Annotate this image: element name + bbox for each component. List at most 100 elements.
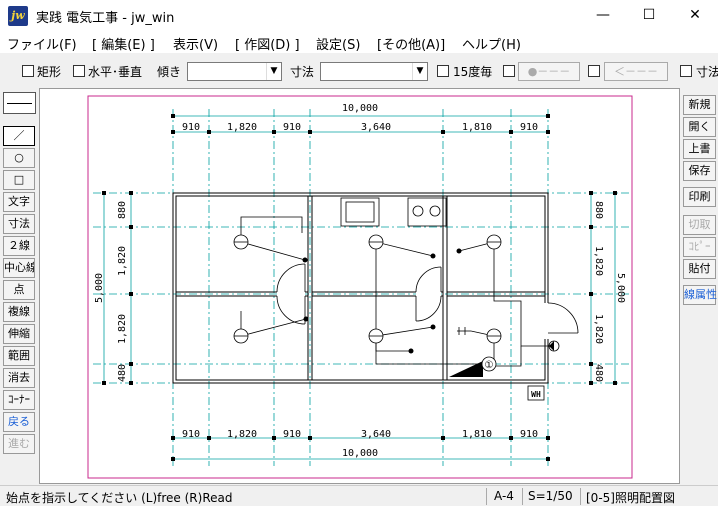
dim-overall-top: 10,000 [342,103,378,114]
menu-view[interactable]: 表示(V) [173,38,219,53]
tool-line[interactable]: ／ [3,126,35,146]
line-style-selector[interactable] [3,92,36,114]
dim-right-2: 1,820 [593,246,604,276]
minimize-button[interactable]: — [596,7,610,23]
tool-dimension[interactable]: 寸法 [3,214,35,234]
dim-bottom-3: 910 [283,429,301,440]
dim-right-1: 880 [593,201,604,219]
tool-offset[interactable]: 複線 [3,302,35,322]
dim-overall-bottom: 10,000 [342,448,378,459]
hv-label: 水平･垂直 [88,65,143,79]
tilt-label: 傾き [157,65,182,79]
dimension-ticks [102,114,617,461]
point-button[interactable]: ●－－－ [518,62,580,81]
tool-copy: ｺﾋﾟｰ [683,237,716,257]
rect-label: 矩形 [37,65,62,79]
dim-left-4: 480 [117,364,128,382]
tool-corner[interactable]: ｺｰﾅｰ [3,390,35,410]
dim-combo[interactable]: ▼ [320,62,428,81]
paper-frame [87,95,633,479]
menu-file[interactable]: ファイル(F) [7,38,77,53]
drawing-canvas[interactable]: 10,000 910 1,820 910 3,640 1,810 910 910… [39,88,680,484]
app-icon: jw [8,6,28,26]
floor-plan: 10,000 910 1,820 910 3,640 1,810 910 910… [87,95,633,479]
tool-text[interactable]: 文字 [3,192,35,212]
outlet-symbols [457,327,471,335]
tool-save[interactable]: 保存 [683,161,716,181]
close-button[interactable]: ✕ [689,7,701,23]
kitchen-fixtures [340,197,447,227]
grid-lines [93,109,631,466]
tool-overwrite[interactable]: 上書 [683,139,716,159]
maximize-button[interactable]: ☐ [642,7,656,23]
tilt-combo[interactable]: ▼ [187,62,282,81]
arrow-checkbox[interactable] [588,65,600,77]
switches [302,248,560,354]
hv-checkbox[interactable] [73,65,85,77]
right-tool-palette: 新規 開く 上書 保存 印刷 切取 ｺﾋﾟｰ 貼付 線属性 [681,88,718,484]
tool-center-line[interactable]: 中心線 [3,258,35,278]
walls [172,192,549,384]
layer-name[interactable]: [0-5]照明配置図 [586,491,675,505]
tool-open[interactable]: 開く [683,117,716,137]
window-title: 実践 電気工事 - jw_win [36,11,175,26]
paper-size[interactable]: A-4 [494,489,514,503]
distribution-board [449,361,483,377]
dim2-checkbox[interactable] [680,65,692,77]
title-bar: jw 実践 電気工事 - jw_win — ☐ ✕ [0,0,718,31]
dim-right-4: 480 [593,364,604,382]
dim-top-2: 1,820 [227,122,257,133]
dim-bottom-4: 3,640 [361,429,391,440]
light-fixtures [233,234,502,344]
wh-label: WH [531,390,541,399]
dim-bottom-6: 910 [520,429,538,440]
tool-new[interactable]: 新規 [683,95,716,115]
door-swings [276,263,579,334]
status-message: 始点を指示してください (L)free (R)Read [6,491,233,505]
arrow-button[interactable]: ＜－－－ [604,62,668,81]
point-checkbox[interactable] [503,65,515,77]
deg15-label: 15度毎 [453,65,493,79]
deg15-checkbox[interactable] [437,65,449,77]
dim-bottom-1: 910 [182,429,200,440]
tool-point[interactable]: 点 [3,280,35,300]
dim-top-6: 910 [520,122,538,133]
dim-left-3: 1,820 [117,314,128,344]
chevron-down-icon: ▼ [266,63,281,80]
dim-top-1: 910 [182,122,200,133]
dim-top-3: 910 [283,122,301,133]
tool-circle[interactable]: ○ [3,148,35,168]
tool-double-line[interactable]: ２線 [3,236,35,256]
left-tool-palette: ／ ○ □ 文字 寸法 ２線 中心線 点 複線 伸縮 範囲 消去 ｺｰﾅｰ 戻る… [0,88,38,458]
tool-range[interactable]: 範囲 [3,346,35,366]
tool-undo[interactable]: 戻る [3,412,35,432]
rect-checkbox[interactable] [22,65,34,77]
menu-other[interactable]: [その他(A)] [377,38,446,53]
dim-top-5: 1,810 [462,122,492,133]
dim-right-3: 1,820 [593,314,604,344]
menu-draw[interactable]: [ 作図(D) ] [235,38,300,53]
menu-bar: ファイル(F) [ 編集(E) ] 表示(V) [ 作図(D) ] 設定(S) … [0,31,718,53]
dim-left-1: 880 [117,201,128,219]
tool-redo: 進む [3,434,35,454]
tool-line-attribute[interactable]: 線属性 [683,285,717,305]
tool-paste[interactable]: 貼付 [683,259,716,279]
tool-rect[interactable]: □ [3,170,35,190]
menu-help[interactable]: ヘルプ(H) [462,38,521,53]
circuit-marker: ① [485,360,494,371]
dim-overall-left: 5,000 [94,273,105,303]
dim-bottom-5: 1,810 [462,429,492,440]
dim-overall-right: 5,000 [615,273,626,303]
chevron-down-icon: ▼ [412,63,427,80]
menu-edit[interactable]: [ 編集(E) ] [92,38,155,53]
tool-stretch[interactable]: 伸縮 [3,324,35,344]
dimension-lines [103,115,616,460]
dim2-label: 寸法 [696,65,718,79]
tool-erase[interactable]: 消去 [3,368,35,388]
menu-settings[interactable]: 設定(S) [316,38,361,53]
toolbar: 矩形 水平･垂直 傾き ▼ 寸法 ▼ 15度毎 ●－－－ ＜－－－ 寸法 [0,57,718,87]
scale[interactable]: S=1/50 [528,489,573,503]
status-bar: 始点を指示してください (L)free (R)Read A-4 S=1/50 [… [0,485,718,506]
tool-print[interactable]: 印刷 [683,187,716,207]
wh-meter [527,385,545,401]
